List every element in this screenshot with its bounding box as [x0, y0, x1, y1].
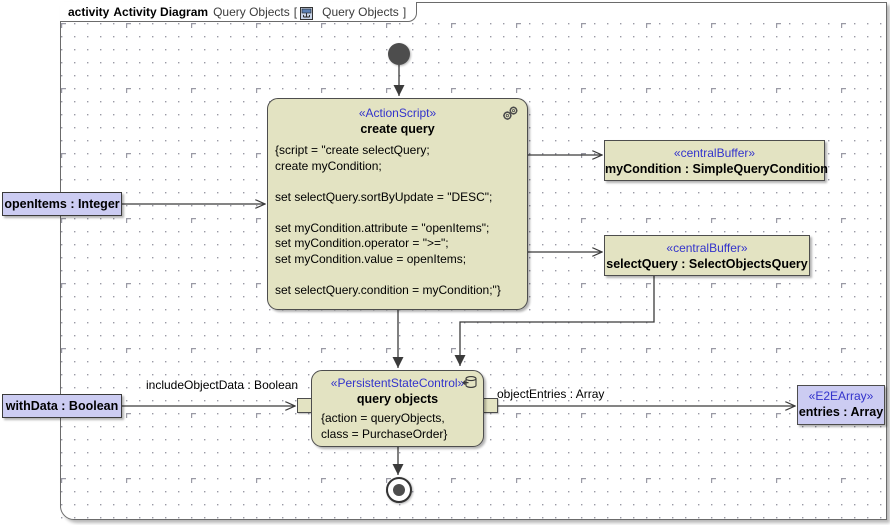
input-pin-query-objects[interactable]	[297, 398, 312, 413]
central-buffer-selectquery[interactable]: «centralBuffer» selectQuery : SelectObje…	[604, 235, 810, 276]
central-buffer-mycondition[interactable]: «centralBuffer» myCondition : SimpleQuer…	[604, 140, 828, 181]
entries-name: entries : Array	[798, 405, 884, 419]
buffer-mycondition-name: myCondition : SimpleQueryCondition	[605, 162, 828, 176]
query-objects-stereotype: «PersistentStateControl»	[330, 376, 465, 390]
pin-openitems[interactable]: openItems : Integer	[2, 192, 122, 216]
database-action-icon	[462, 375, 478, 395]
buffer-mycondition-stereotype: «centralBuffer»	[673, 146, 756, 160]
activity-final-node[interactable]	[386, 477, 412, 503]
action-script-body: {script = "create selectQuery; create my…	[275, 143, 501, 297]
frame-bracket-label: Query Objects	[322, 4, 399, 19]
frame-name: Activity Diagram	[113, 4, 209, 19]
diagram-frame-title: activity Activity Diagram Query Objects …	[60, 2, 418, 22]
action-node-query-objects[interactable]: «PersistentStateControl» query objects {…	[311, 370, 484, 447]
edge-label-include-object-data: includeObjectData : Boolean	[146, 378, 299, 392]
output-pin-query-objects[interactable]	[483, 398, 498, 413]
action-node-create-query[interactable]: «ActionScript» create query {script = "c…	[267, 98, 528, 310]
pin-withdata[interactable]: withData : Boolean	[2, 394, 122, 418]
entries-stereotype: «E2EArray»	[808, 389, 874, 403]
edge-label-object-entries: objectEntries : Array	[497, 387, 605, 401]
gears-icon	[502, 106, 519, 126]
buffer-selectquery-name: selectQuery : SelectObjectsQuery	[606, 257, 808, 271]
frame-keyword: activity	[68, 4, 110, 19]
buffer-selectquery-stereotype: «centralBuffer»	[666, 241, 748, 255]
query-objects-name: query objects	[356, 392, 439, 406]
diagram-frame	[60, 2, 887, 520]
object-node-entries[interactable]: «E2EArray» entries : Array	[797, 385, 885, 425]
query-objects-body: {action = queryObjects, class = Purchase…	[321, 411, 448, 441]
action-script-stereotype: «ActionScript»	[358, 106, 437, 120]
frame-bracket-close: ]	[402, 4, 407, 19]
final-node-inner	[393, 484, 405, 496]
activity-diagram-icon	[300, 6, 314, 20]
initial-node[interactable]	[388, 43, 410, 65]
frame-subtitle: Query Objects	[213, 4, 290, 19]
frame-bracket-open: [	[293, 4, 298, 19]
action-script-name: create query	[360, 122, 435, 136]
